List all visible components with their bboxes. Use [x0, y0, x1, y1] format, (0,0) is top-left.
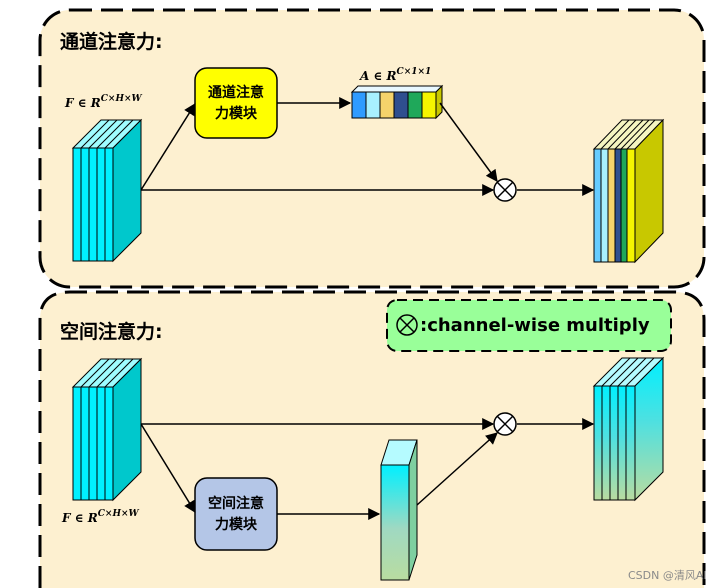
- spatial-attention-module: [194, 477, 278, 551]
- spatial-module-label-line2: 力模块: [215, 516, 258, 533]
- channel-module-label-line1: 通道注意: [208, 84, 264, 101]
- channel-arrows: [140, 97, 595, 196]
- spatial-arrows: [140, 418, 595, 520]
- legend-multiply-icon: [396, 314, 418, 336]
- attention-vector: [350, 84, 444, 120]
- attention-cell: [351, 91, 367, 119]
- channel-module-label-line2: 力模块: [215, 105, 258, 122]
- spatial-input-label: F ∈ RC×H×W: [61, 509, 139, 525]
- spatial-section-title: 空间注意力:: [60, 320, 163, 343]
- channel-attention-section: 通道注意力: F ∈ RC×H×W 通道注意 力模块 A ∈ RC×1×1: [38, 8, 706, 289]
- attention-cell: [365, 91, 381, 119]
- attention-cell: [379, 91, 395, 119]
- spatial-multiply-icon: [493, 412, 517, 436]
- channel-input-label: F ∈ RC×H×W: [64, 94, 142, 110]
- attention-cell: [393, 91, 409, 119]
- spatial-input-feature-map: [71, 357, 143, 502]
- channel-attention-module: [194, 67, 278, 139]
- spatial-output-feature-map: [592, 356, 665, 502]
- spatial-attention-section: 空间注意力: :channel-wise multiply: [38, 290, 706, 588]
- attention-cell: [421, 91, 437, 119]
- channel-multiply-icon: [493, 178, 517, 202]
- channel-input-feature-map: [71, 118, 143, 263]
- attention-cell: [407, 91, 423, 119]
- attention-vector-label: A ∈ RC×1×1: [359, 67, 431, 83]
- spatial-attention-map: [380, 439, 418, 581]
- legend-text: :channel-wise multiply: [420, 315, 650, 336]
- legend: :channel-wise multiply: [386, 299, 672, 352]
- watermark: CSDN @清风AI: [628, 569, 707, 582]
- channel-output-feature-map: [592, 118, 665, 264]
- spatial-module-label-line1: 空间注意: [208, 495, 264, 512]
- channel-section-title: 通道注意力:: [60, 30, 163, 53]
